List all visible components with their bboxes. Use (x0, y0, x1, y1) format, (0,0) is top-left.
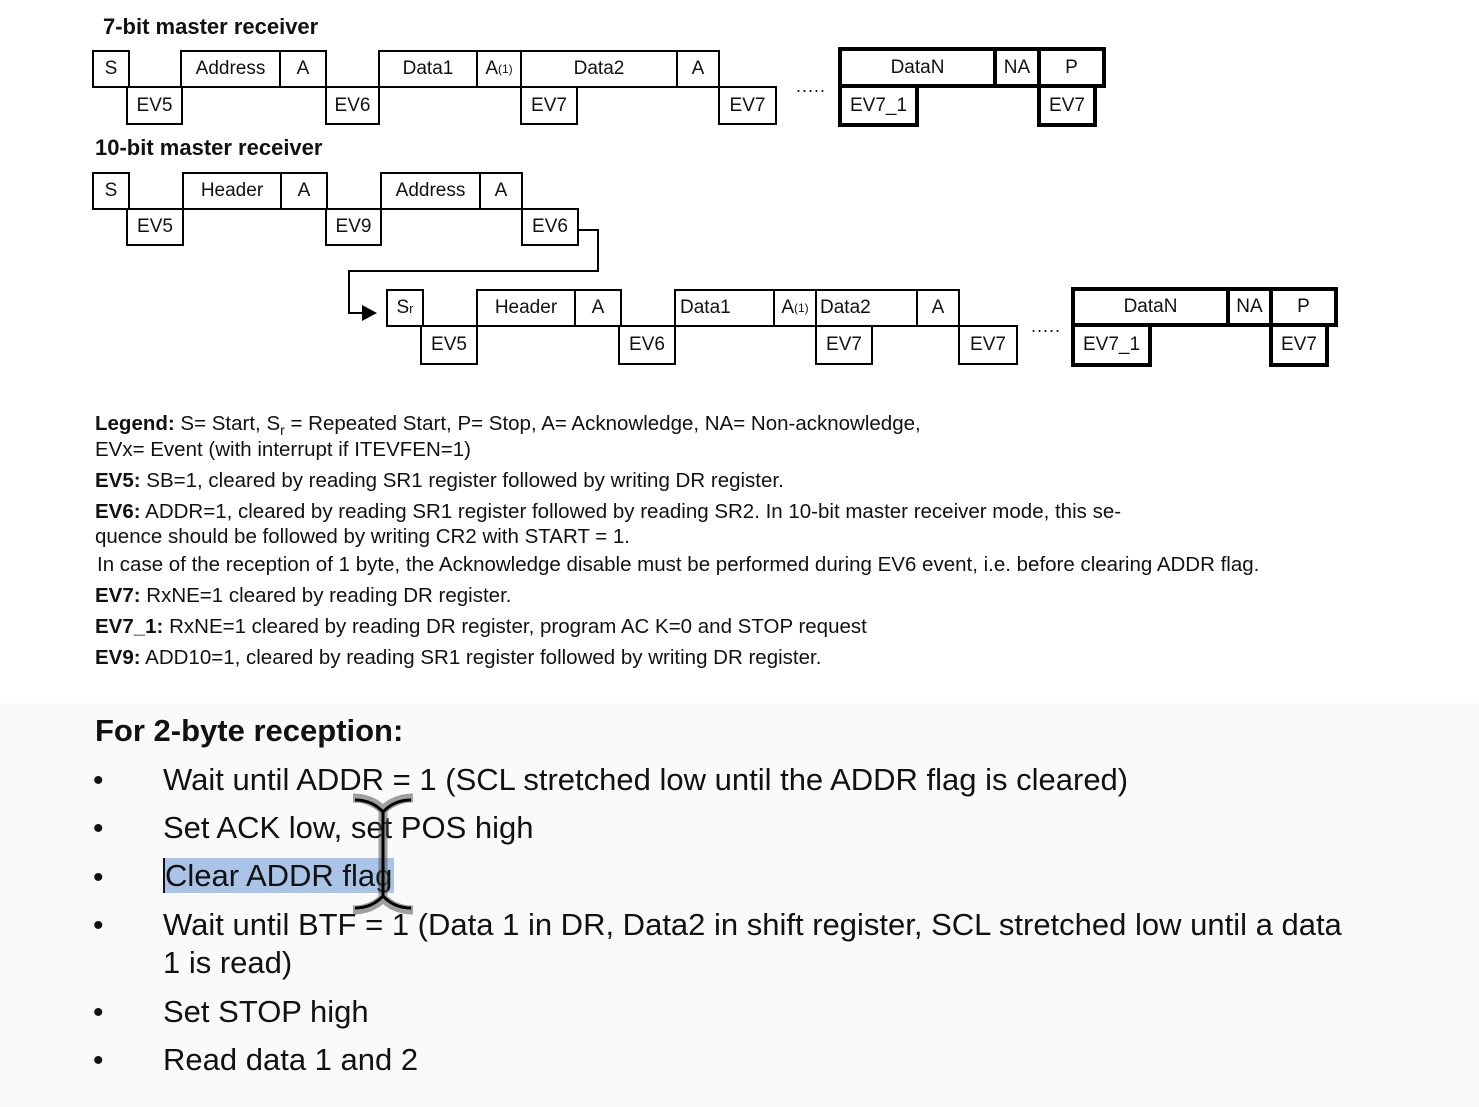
r2-header-box: Header (182, 172, 282, 210)
r2-ack-box: A (280, 172, 328, 210)
r2-ev5-box: EV5 (126, 208, 184, 246)
note-item-5[interactable]: Set STOP high (163, 994, 369, 1029)
r1-ev7-box: EV7 (520, 86, 578, 125)
r3-ack1-box: A(1) (773, 289, 817, 327)
r1-ellipsis: ..... (796, 76, 827, 96)
r2-ack2-box: A (479, 172, 523, 210)
bullet-3: • (93, 861, 104, 894)
r2-ev6-box: EV6 (521, 208, 579, 246)
r3-ev7-box: EV7 (815, 325, 873, 365)
connector-arrow (348, 229, 599, 321)
r1-data2-box: Data2 (520, 50, 678, 88)
bullet-5: • (93, 996, 104, 1029)
note-item-1[interactable]: Wait until ADDR = 1 (SCL stretched low u… (163, 762, 1129, 797)
notes-section (0, 703, 1479, 1107)
legend-ev6: EV6: ADDR=1, cleared by reading SR1 regi… (95, 500, 1122, 523)
r3-stop-box: P (1269, 287, 1338, 327)
r1-start-box: S (92, 50, 130, 88)
legend-ev6-cont: quence should be followed by writing CR2… (95, 525, 630, 548)
note-item-4[interactable]: Wait until BTF = 1 (Data 1 in DR, Data2 … (163, 907, 1342, 942)
ibeam-cursor-icon (352, 793, 414, 915)
r3-data2-box: Data2 (815, 289, 918, 327)
r1-ev7-1-box: EV7_1 (838, 84, 919, 127)
r3-ack-box: A (574, 289, 622, 327)
r1-ack2-box: A (676, 50, 720, 88)
r1-ev7b-box: EV7 (718, 86, 777, 125)
bullet-6: • (93, 1044, 104, 1077)
r1-ev7c-box: EV7 (1037, 84, 1097, 127)
r3-ev7-1-box: EV7_1 (1071, 323, 1152, 367)
r1-ev5-box: EV5 (126, 86, 183, 125)
text-selection[interactable]: Clear ADDR flag (163, 858, 395, 893)
r3-datan-box: DataN (1071, 287, 1230, 327)
r3-data1-box: Data1 (674, 289, 775, 327)
legend-line-1: Legend: S= Start, Sr = Repeated Start, P… (95, 412, 921, 439)
r2-ev9-box: EV9 (325, 208, 382, 246)
legend-ev6-note: In case of the reception of 1 byte, the … (97, 553, 1260, 576)
legend-ev7-1: EV7_1: RxNE=1 cleared by reading DR regi… (95, 615, 867, 638)
bullet-1: • (93, 764, 104, 797)
note-item-2[interactable]: Set ACK low, set POS high (163, 810, 534, 845)
r2-start-box: S (92, 172, 130, 210)
r3-ev7c-box: EV7 (1269, 323, 1329, 367)
r3-header-box: Header (476, 289, 576, 327)
r3-ev7b-box: EV7 (958, 325, 1018, 365)
title-10bit: 10-bit master receiver (95, 135, 323, 160)
notes-heading: For 2-byte reception: (95, 713, 404, 748)
legend-line-2: EVx= Event (with interrupt if ITEVFEN=1) (95, 438, 471, 461)
note-item-4-cont[interactable]: 1 is read) (163, 945, 293, 980)
r3-ellipsis: ..... (1031, 316, 1062, 336)
bullet-4: • (93, 909, 104, 942)
r3-ack2-box: A (916, 289, 960, 327)
r1-ev6-box: EV6 (325, 86, 380, 125)
bullet-2: • (93, 812, 104, 845)
r1-ack-box: A (279, 50, 327, 88)
legend-ev5: EV5: SB=1, cleared by reading SR1 regist… (95, 469, 784, 492)
note-item-3[interactable]: Clear ADDR flag (163, 857, 395, 895)
note-item-6[interactable]: Read data 1 and 2 (163, 1042, 419, 1077)
r3-na-box: NA (1226, 287, 1273, 327)
legend-ev7: EV7: RxNE=1 cleared by reading DR regist… (95, 584, 512, 607)
r1-na-box: NA (993, 47, 1041, 88)
r3-ev5-box: EV5 (420, 325, 478, 365)
protocol-figure: 7-bit master receiver S Address A Data1 … (92, 14, 1338, 669)
legend-ev9: EV9: ADD10=1, cleared by reading SR1 reg… (95, 646, 822, 669)
title-7bit: 7-bit master receiver (103, 14, 319, 39)
r3-ev6-box: EV6 (618, 325, 676, 365)
